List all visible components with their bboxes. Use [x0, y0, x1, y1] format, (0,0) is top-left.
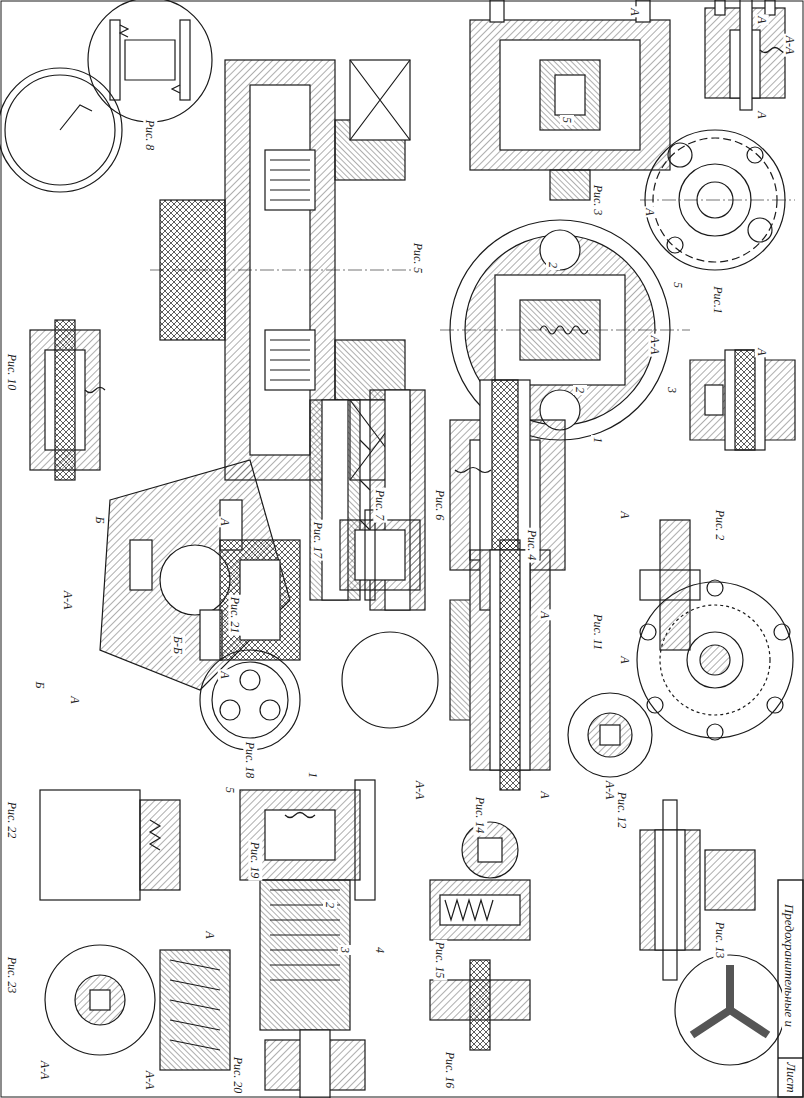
section-arrow: А	[218, 669, 232, 680]
figure-label: Рис. 12	[615, 790, 629, 831]
callout-number: 1	[591, 435, 605, 445]
callout-number: 3	[338, 945, 352, 955]
section-arrow: А	[68, 694, 82, 705]
callout-number: 5	[223, 785, 237, 795]
section-arrow: А	[218, 516, 232, 527]
title-text: Предохранительные и	[783, 901, 798, 1028]
figure-label: Рис.1	[711, 284, 725, 316]
figure-label: Рис. 3	[591, 183, 605, 218]
title-text: Лист	[784, 1061, 799, 1095]
figure-label: Рис. 6	[433, 488, 447, 523]
section-mark: Б-Б	[171, 634, 185, 656]
figure-label: Рис. 17	[311, 520, 325, 561]
figure-label: Рис. 4	[525, 528, 539, 563]
section-mark: А-А	[143, 1069, 157, 1092]
figure-label: Рис. 14	[473, 795, 487, 836]
callout-number: 5	[671, 280, 685, 290]
section-mark: А-А	[38, 1059, 52, 1082]
figure-label: Рис. 11	[591, 612, 605, 652]
section-arrow: А	[203, 929, 217, 940]
section-mark: А-А	[648, 334, 662, 357]
section-arrow: А	[755, 14, 769, 25]
section-mark: А-А	[783, 34, 797, 57]
callout-number: 1	[306, 770, 320, 780]
figure-label: Рис. 18	[243, 740, 257, 781]
figure-label: Рис. 10	[5, 352, 19, 393]
figure-label: Рис. 7	[373, 488, 387, 523]
figure-label: Рис. 15	[433, 940, 447, 981]
section-arrow: А	[538, 789, 552, 800]
figure-label: Рис. 23	[5, 955, 19, 996]
figure-label: Рис. 5	[411, 241, 425, 276]
figure-label: Рис. 2	[713, 508, 727, 543]
section-mark: А-А	[61, 589, 75, 612]
section-arrow: А	[628, 6, 642, 17]
figure-label: Рис. 21	[228, 595, 242, 636]
section-arrow: Б	[33, 679, 47, 690]
section-arrow: А	[643, 206, 657, 217]
figure-label: Рис. 22	[5, 800, 19, 841]
section-arrow: А	[618, 654, 632, 665]
section-mark: А-А	[413, 779, 427, 802]
section-arrow: А	[618, 509, 632, 520]
figure-label: Рис. 19	[248, 840, 262, 881]
callout-number: 5	[560, 115, 574, 125]
section-arrow: А	[755, 346, 769, 357]
callout-number: 3	[665, 385, 679, 395]
figure-label: Рис. 16	[443, 1050, 457, 1091]
figure-label: Рис. 20	[231, 1054, 245, 1095]
callout-number: 2	[323, 900, 337, 910]
figure-label: Рис. 13	[713, 920, 727, 961]
section-arrow: А	[538, 609, 552, 620]
section-arrow: Б	[93, 514, 107, 525]
figure-label: Рис. 8	[143, 118, 157, 153]
section-arrow: А	[755, 109, 769, 120]
callout-number: 4	[373, 945, 387, 955]
callout-number: 2	[546, 260, 560, 270]
callout-number: 2	[573, 385, 587, 395]
